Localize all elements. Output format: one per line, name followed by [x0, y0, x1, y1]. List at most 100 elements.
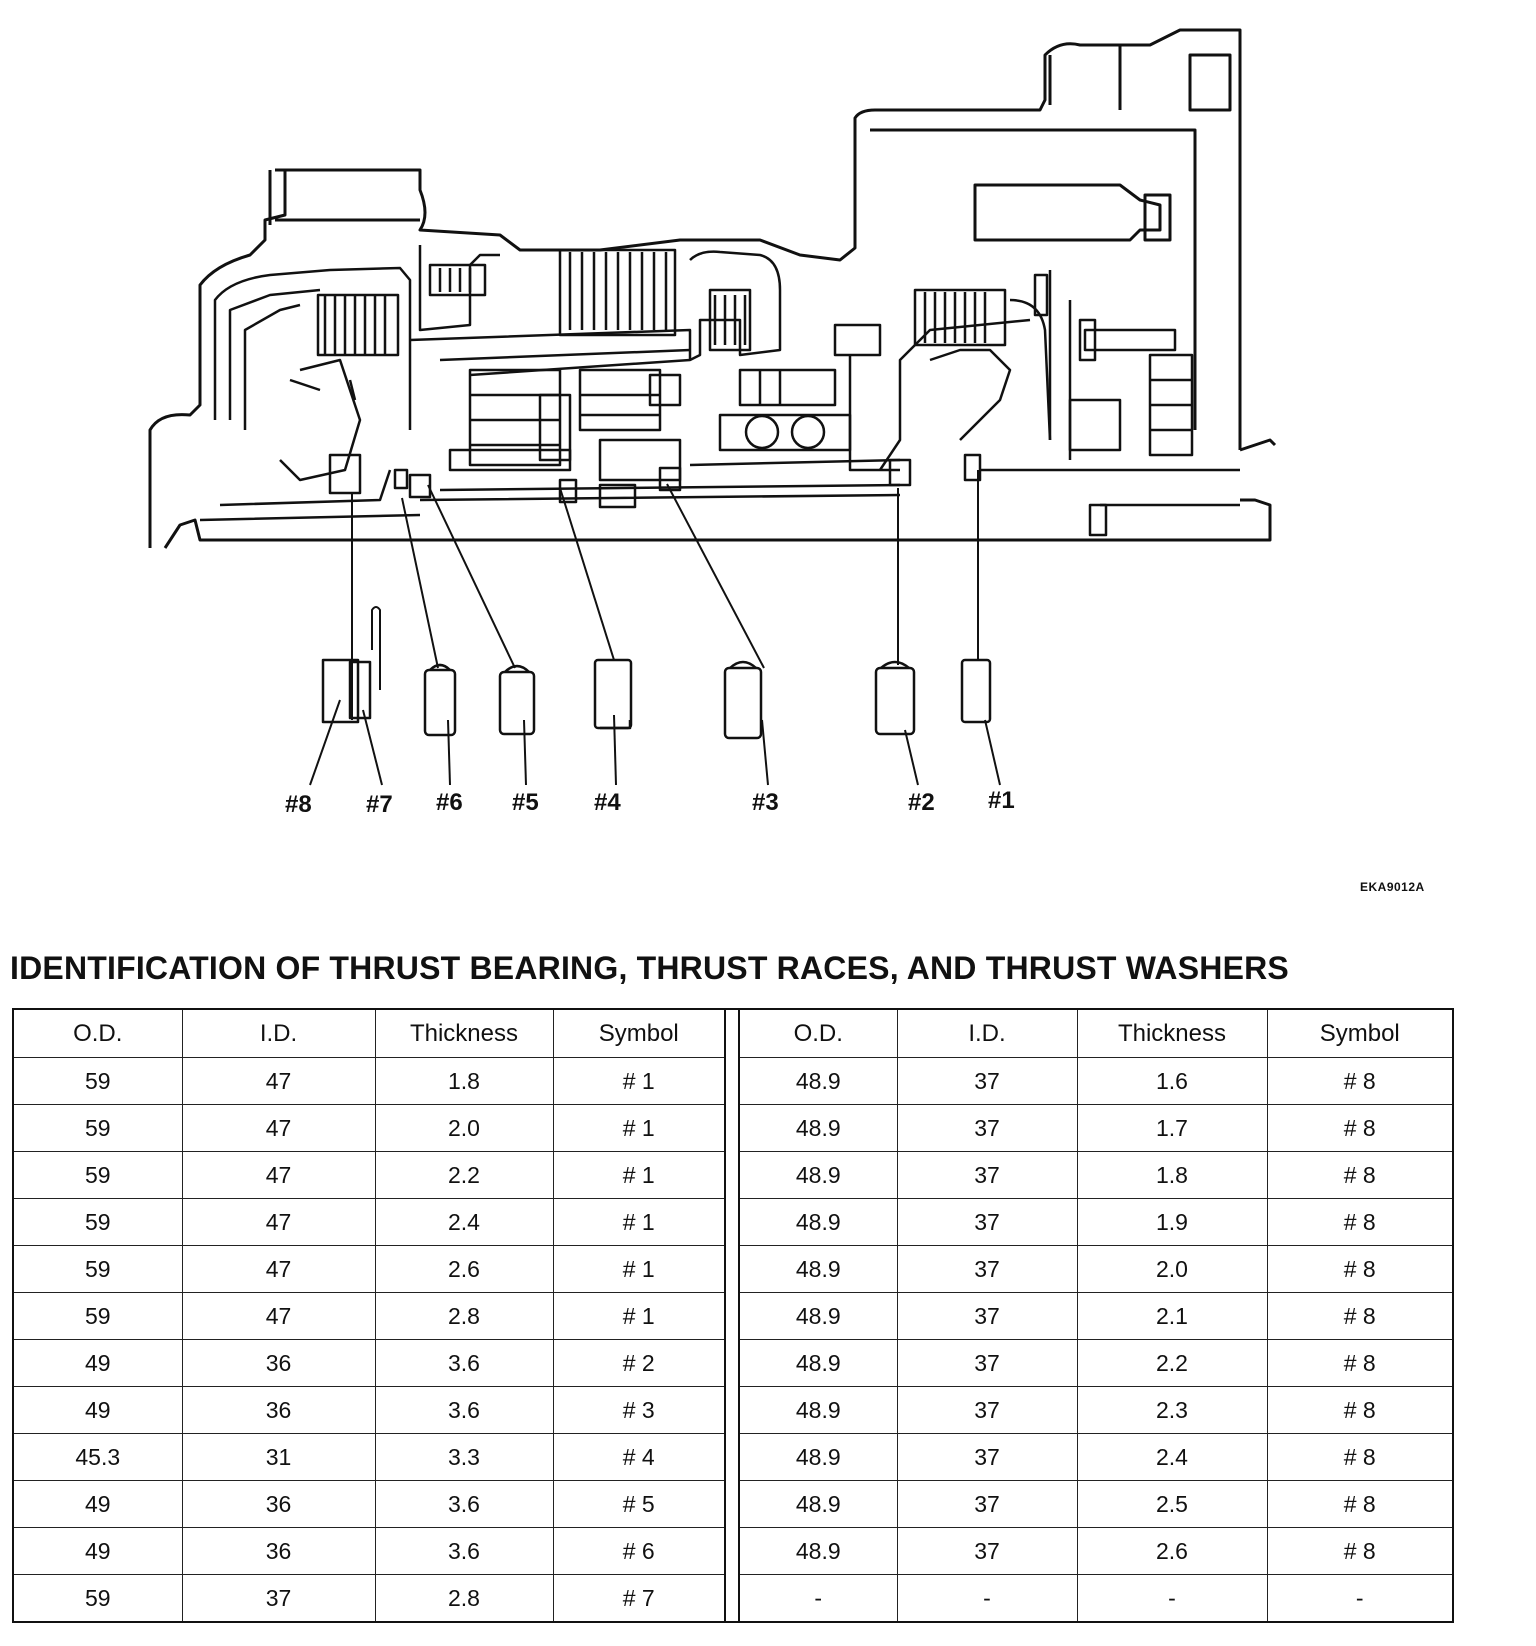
part-7: [348, 660, 372, 720]
leader-lines: [309, 470, 1001, 786]
table-cell: -: [896, 1574, 1078, 1621]
figure-code: EKA9012A: [1360, 880, 1425, 894]
table-cell: 48.9: [739, 1104, 898, 1153]
table-cell: 2.6: [374, 1245, 554, 1294]
table-cell: 37: [896, 1480, 1078, 1529]
table-cell: 48.9: [739, 1527, 898, 1576]
column-header: Thickness: [1076, 1010, 1268, 1059]
part-2: [874, 666, 916, 736]
table-cell: 48.9: [739, 1386, 898, 1435]
table-cell: 2.3: [1076, 1386, 1268, 1435]
part-labels: #8 #7 #6 #5 #4 #3 #2 #1: [285, 787, 1015, 818]
table-cell: 2.4: [1076, 1433, 1268, 1482]
table-cell: 1.7: [1076, 1104, 1268, 1153]
table-cell: # 8: [1266, 1104, 1452, 1153]
column-header: I.D.: [181, 1010, 376, 1059]
table-cell: 48.9: [739, 1292, 898, 1341]
table-cell: # 2: [552, 1339, 725, 1388]
table-cell: 37: [896, 1104, 1078, 1153]
table-cell: # 1: [552, 1198, 725, 1247]
table-cell: 3.6: [374, 1527, 554, 1576]
label-2: #2: [908, 789, 935, 816]
table-cell: 59: [14, 1245, 183, 1294]
table-cell: 37: [896, 1151, 1078, 1200]
table-cell: 36: [181, 1339, 376, 1388]
table-cell: 48.9: [739, 1339, 898, 1388]
part-5: [498, 670, 536, 736]
table-cell: 47: [181, 1151, 376, 1200]
table-cell: 3.6: [374, 1339, 554, 1388]
table-cell: # 8: [1266, 1292, 1452, 1341]
table-cell: 49: [14, 1480, 183, 1529]
table-cell: 2.1: [1076, 1292, 1268, 1341]
table-cell: 36: [181, 1527, 376, 1576]
table-cell: 37: [896, 1386, 1078, 1435]
table-cell: # 1: [552, 1292, 725, 1341]
table-cell: -: [1266, 1574, 1452, 1621]
table-cell: 49: [14, 1339, 183, 1388]
table-cell: 3.3: [374, 1433, 554, 1482]
table-cell: 2.0: [374, 1104, 554, 1153]
part-6: [423, 668, 457, 737]
table-cell: 37: [896, 1339, 1078, 1388]
table-cell: 31: [181, 1433, 376, 1482]
table-cell: 48.9: [739, 1433, 898, 1482]
table-cell: 2.0: [1076, 1245, 1268, 1294]
table-cell: 48.9: [739, 1057, 898, 1106]
table-cell: # 8: [1266, 1386, 1452, 1435]
table-cell: 49: [14, 1527, 183, 1576]
exploded-parts: [321, 658, 992, 740]
column-header: Symbol: [1266, 1010, 1452, 1059]
table-cell: # 1: [552, 1104, 725, 1153]
table-cell: 59: [14, 1057, 183, 1106]
table-cell: 59: [14, 1198, 183, 1247]
table-cell: # 8: [1266, 1480, 1452, 1529]
label-6: #6: [436, 789, 463, 816]
table-cell: -: [1076, 1574, 1268, 1621]
table-cell: # 1: [552, 1057, 725, 1106]
table-cell: -: [739, 1574, 898, 1621]
housing-outline: [148, 28, 1277, 549]
table-cell: 59: [14, 1292, 183, 1341]
label-4: #4: [594, 789, 621, 816]
table-cell: 2.8: [374, 1574, 554, 1621]
table-cell: 2.2: [1076, 1339, 1268, 1388]
table-cell: 48.9: [739, 1198, 898, 1247]
table-cell: 59: [14, 1104, 183, 1153]
table-cell: 59: [14, 1574, 183, 1621]
column-header: Thickness: [374, 1010, 554, 1059]
table-cell: 59: [14, 1151, 183, 1200]
table-cell: 49: [14, 1386, 183, 1435]
table-cell: 36: [181, 1386, 376, 1435]
table-cell: # 8: [1266, 1198, 1452, 1247]
table-cell: 2.6: [1076, 1527, 1268, 1576]
label-3: #3: [752, 789, 779, 816]
table-cell: 47: [181, 1198, 376, 1247]
table-cell: 1.8: [374, 1057, 554, 1106]
table-cell: 2.2: [374, 1151, 554, 1200]
part-8: [321, 658, 360, 724]
table-cell: 36: [181, 1480, 376, 1529]
part-4: [593, 658, 633, 730]
table-cell: 3.6: [374, 1480, 554, 1529]
table-cell: 1.6: [1076, 1057, 1268, 1106]
